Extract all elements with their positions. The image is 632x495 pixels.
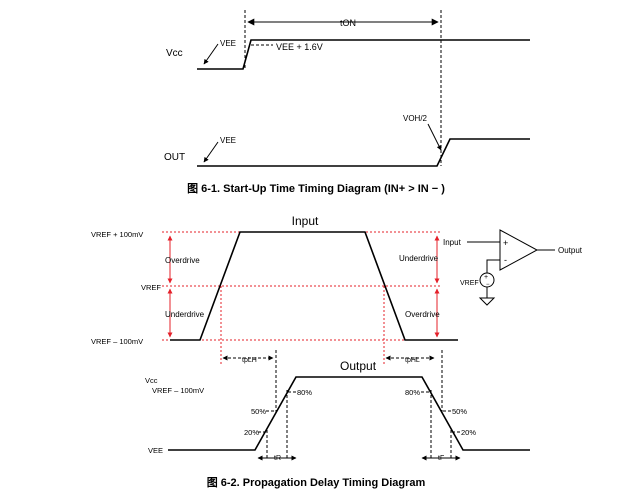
- vcc-label: Vcc: [166, 48, 183, 59]
- out-vref-minus-label: VREF – 100mV: [152, 386, 204, 395]
- pct50-right: 50%: [452, 407, 467, 416]
- ton-label: tON: [340, 18, 356, 28]
- source-plus-glyph: +: [484, 274, 488, 281]
- output-title: Output: [340, 359, 377, 373]
- propagation-diagram: Input VREF + 100mV VREF VREF – 100mV Ove…: [91, 214, 583, 489]
- comparator-symbol: [499, 229, 539, 271]
- tphl-label: tpHL: [405, 357, 420, 364]
- pct20-right: 20%: [461, 428, 476, 437]
- schematic-vref-label: VREF: [460, 280, 479, 287]
- out-waveform: [197, 138, 530, 167]
- vee-label-bottom: VEE: [220, 136, 236, 145]
- vee-pointer-top: [203, 43, 219, 65]
- vee-pointer-bottom: [203, 141, 219, 163]
- startup-diagram: tON VEE + 1.6V Vcc OUT VEE VEE VOH/2 图 6…: [164, 10, 530, 195]
- out-vcc-label: Vcc: [145, 376, 158, 385]
- pct80-left: 80%: [297, 388, 312, 397]
- schematic-output-label: Output: [558, 246, 583, 255]
- vee-plus-label: VEE + 1.6V: [276, 42, 323, 52]
- ground-icon: [478, 297, 496, 306]
- minus-sign: -: [504, 255, 507, 265]
- out-label: OUT: [164, 152, 185, 163]
- overdrive-left-label: Overdrive: [165, 256, 200, 265]
- vee-label-top: VEE: [220, 39, 236, 48]
- comparator-schematic: Input + - Output + − VREF: [443, 229, 583, 306]
- schematic-input-label: Input: [443, 238, 462, 247]
- vref-plus-label: VREF + 100mV: [91, 230, 143, 239]
- vref-label: VREF: [141, 283, 161, 292]
- tr-label: tR: [274, 455, 281, 462]
- input-waveform: [170, 231, 458, 341]
- vref-minus-label: VREF – 100mV: [91, 337, 143, 346]
- vcc-waveform: [197, 39, 530, 70]
- overdrive-right-label: Overdrive: [405, 310, 440, 319]
- tplh-label: tpLH: [242, 357, 257, 364]
- source-minus-glyph: −: [486, 282, 490, 288]
- pct50-left: 50%: [251, 407, 266, 416]
- pct80-right: 80%: [405, 388, 420, 397]
- fig2-caption: 图 6-2. Propagation Delay Timing Diagram: [207, 476, 426, 489]
- out-vee-label: VEE: [148, 446, 163, 455]
- voh-label: VOH/2: [403, 114, 428, 123]
- input-title: Input: [292, 214, 319, 228]
- tf-label: tF: [438, 455, 444, 462]
- voh-pointer: [427, 123, 442, 151]
- fig1-caption: 图 6-1. Start-Up Time Timing Diagram (IN+…: [187, 182, 445, 195]
- underdrive-right-label: Underdrive: [399, 254, 439, 263]
- plus-sign: +: [503, 238, 508, 248]
- schematic-ref-wire: [486, 259, 500, 273]
- output-waveform: [168, 376, 530, 451]
- underdrive-left-label: Underdrive: [165, 310, 205, 319]
- pct20-left: 20%: [244, 428, 259, 437]
